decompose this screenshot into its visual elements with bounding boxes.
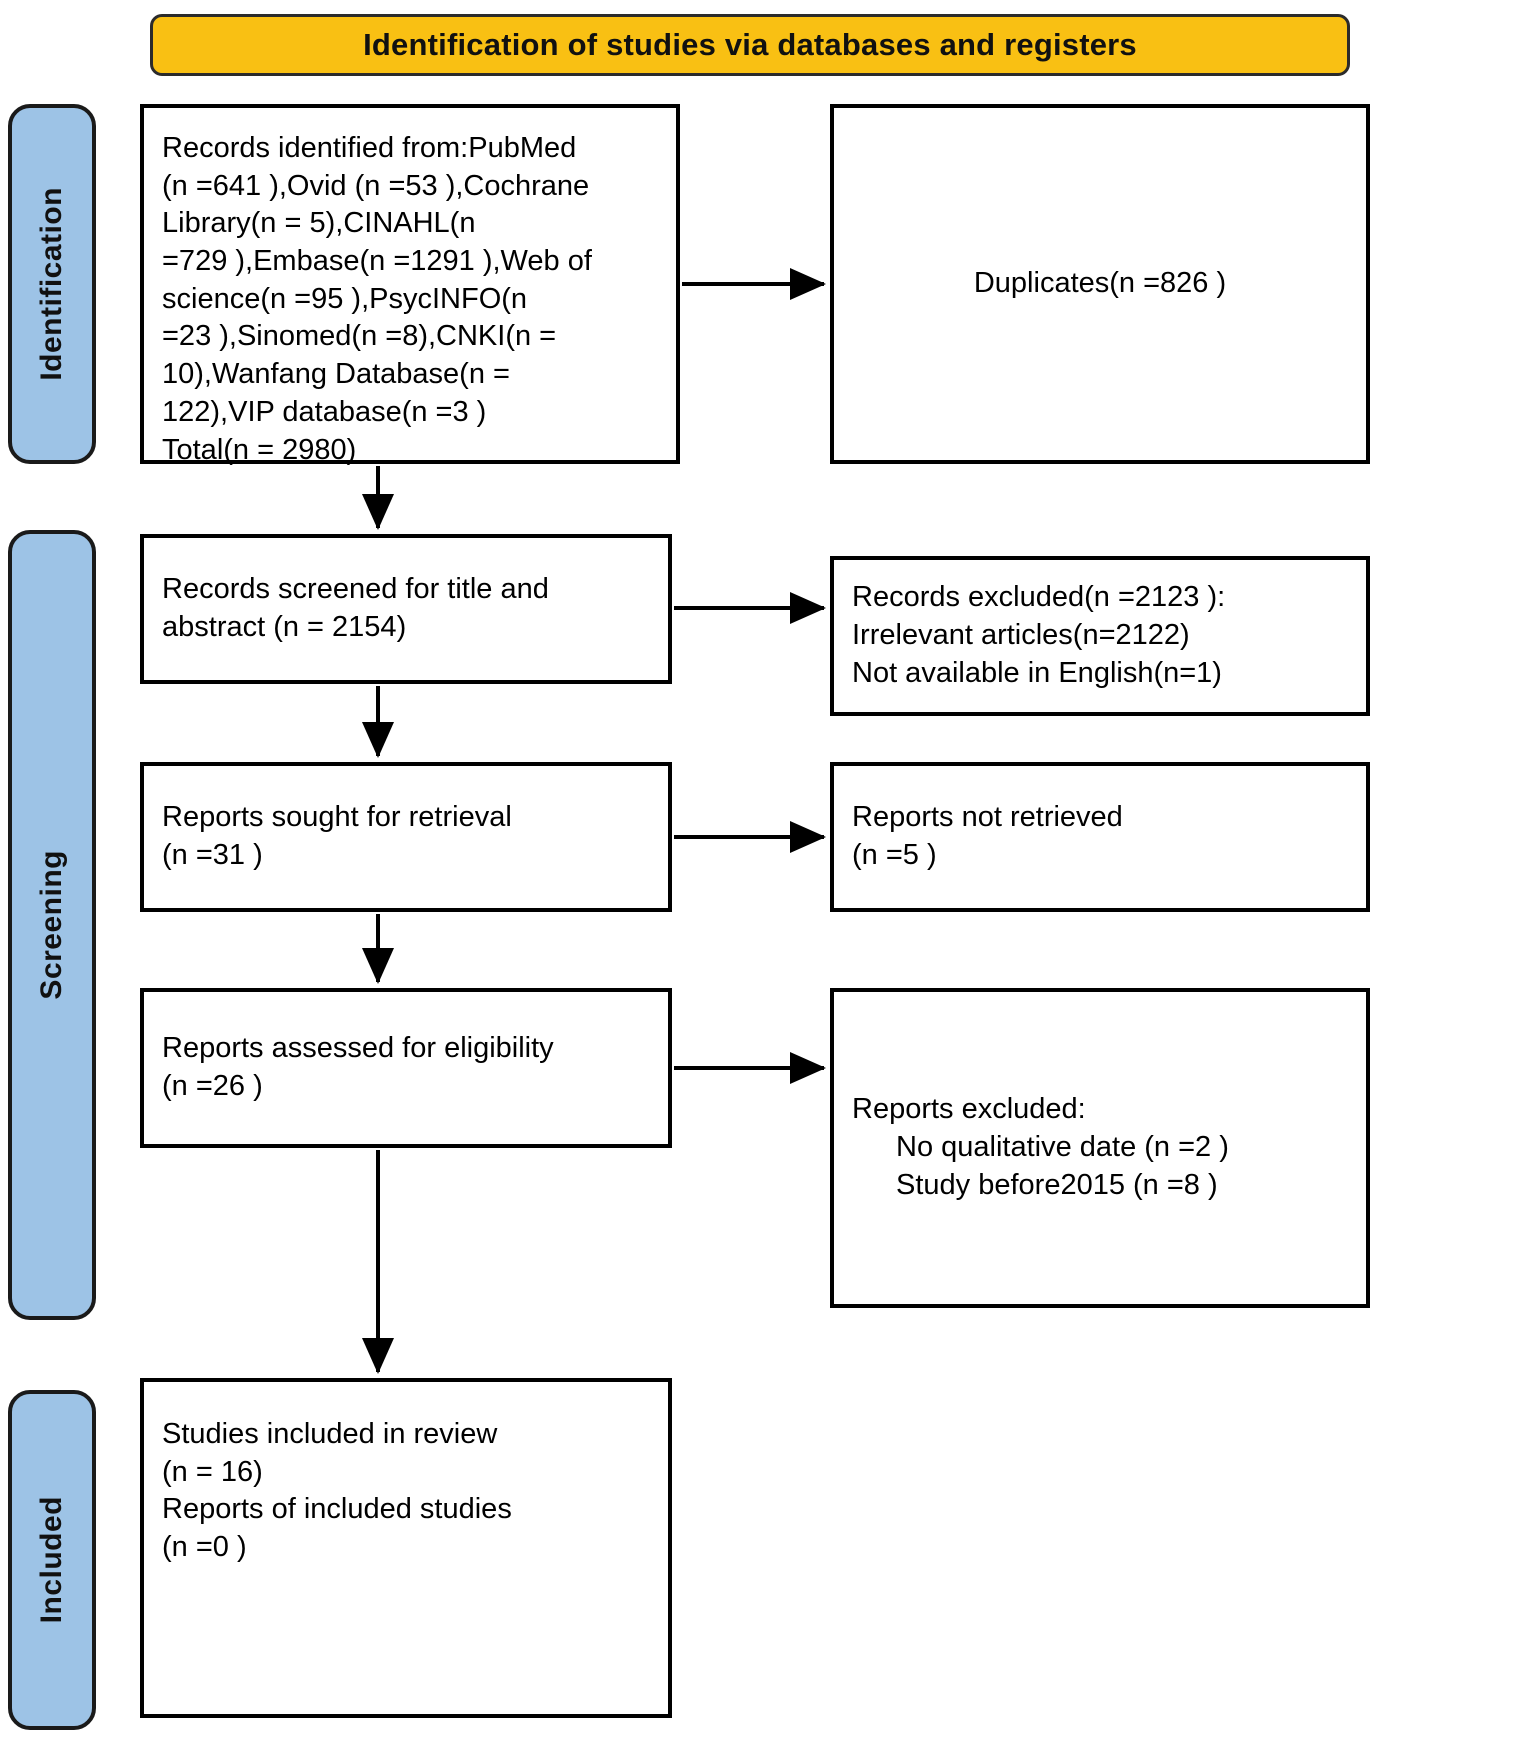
stage-label-included: Included bbox=[8, 1390, 96, 1730]
text-line: (n =5 ) bbox=[852, 839, 937, 871]
box-reports-sought: Reports sought for retrieval (n =31 ) bbox=[140, 762, 672, 912]
text-line: Records screened for title and bbox=[162, 573, 549, 606]
box-studies-included: Studies included in review (n = 16) Repo… bbox=[140, 1378, 672, 1718]
text-line: 122),VIP database(n =3 ) bbox=[162, 395, 487, 428]
text-line: =729 ),Embase(n =1291 ),Web of bbox=[162, 245, 592, 278]
header-banner: Identification of studies via databases … bbox=[150, 14, 1350, 76]
stage-label-identification-text: Identification bbox=[35, 187, 68, 381]
box-reports-assessed: Reports assessed for eligibility (n =26 … bbox=[140, 988, 672, 1148]
box-reports-not-retrieved: Reports not retrieved (n =5 ) bbox=[830, 762, 1370, 912]
text-line: science(n =95 ),PsycINFO(n bbox=[162, 282, 528, 315]
text-line: (n =0 ) bbox=[162, 1531, 247, 1564]
text-line: abstract (n = 2154) bbox=[162, 611, 407, 643]
text-line: (n = 16) bbox=[162, 1455, 263, 1488]
text-line: Records identified from:PubMed bbox=[162, 132, 577, 164]
text-line: Reports of included studies bbox=[162, 1493, 512, 1526]
stage-label-included-text: Included bbox=[35, 1496, 68, 1624]
box-records-excluded: Records excluded(n =2123 ): Irrelevant a… bbox=[830, 556, 1370, 716]
box-reports-excluded: Reports excluded: No qualitative date (n… bbox=[830, 988, 1370, 1308]
box-duplicates: Duplicates(n =826 ) bbox=[830, 104, 1370, 464]
text-line: 10),Wanfang Database(n = bbox=[162, 358, 510, 391]
text-line: Reports not retrieved bbox=[852, 801, 1123, 834]
text-line: (n =26 ) bbox=[162, 1070, 263, 1102]
text-line: No qualitative date (n =2 ) bbox=[896, 1131, 1229, 1164]
text-line: Not available in English(n=1) bbox=[852, 656, 1222, 689]
box-records-screened: Records screened for title and abstract … bbox=[140, 534, 672, 684]
text-line: Duplicates(n =826 ) bbox=[973, 267, 1227, 300]
text-line: =23 ),Sinomed(n =8),CNKI(n = bbox=[162, 320, 557, 353]
stage-label-screening: Screening bbox=[8, 530, 96, 1320]
text-line: Reports assessed for eligibility bbox=[162, 1032, 554, 1065]
box-records-identified: Records identified from:PubMed (n =641 )… bbox=[140, 104, 680, 466]
text-line: (n =641 ),Ovid (n =53 ),Cochrane bbox=[162, 169, 590, 202]
text-line: Records excluded(n =2123 ): bbox=[852, 581, 1226, 614]
text-line: Reports sought for retrieval bbox=[162, 801, 512, 834]
page-title: Identification of studies via databases … bbox=[363, 27, 1137, 62]
text-line: Library(n = 5),CINAHL(n bbox=[162, 207, 476, 240]
stage-label-identification: Identification bbox=[8, 104, 96, 464]
text-line: (n =31 ) bbox=[162, 839, 263, 871]
text-line: Reports excluded: bbox=[852, 1093, 1086, 1126]
text-line: Total(n = 2980) bbox=[162, 433, 357, 466]
text-line: Studies included in review bbox=[162, 1418, 498, 1450]
text-line: Study before2015 (n =8 ) bbox=[896, 1168, 1218, 1201]
stage-label-screening-text: Screening bbox=[35, 850, 68, 1000]
text-line: Irrelevant articles(n=2122) bbox=[852, 619, 1190, 652]
